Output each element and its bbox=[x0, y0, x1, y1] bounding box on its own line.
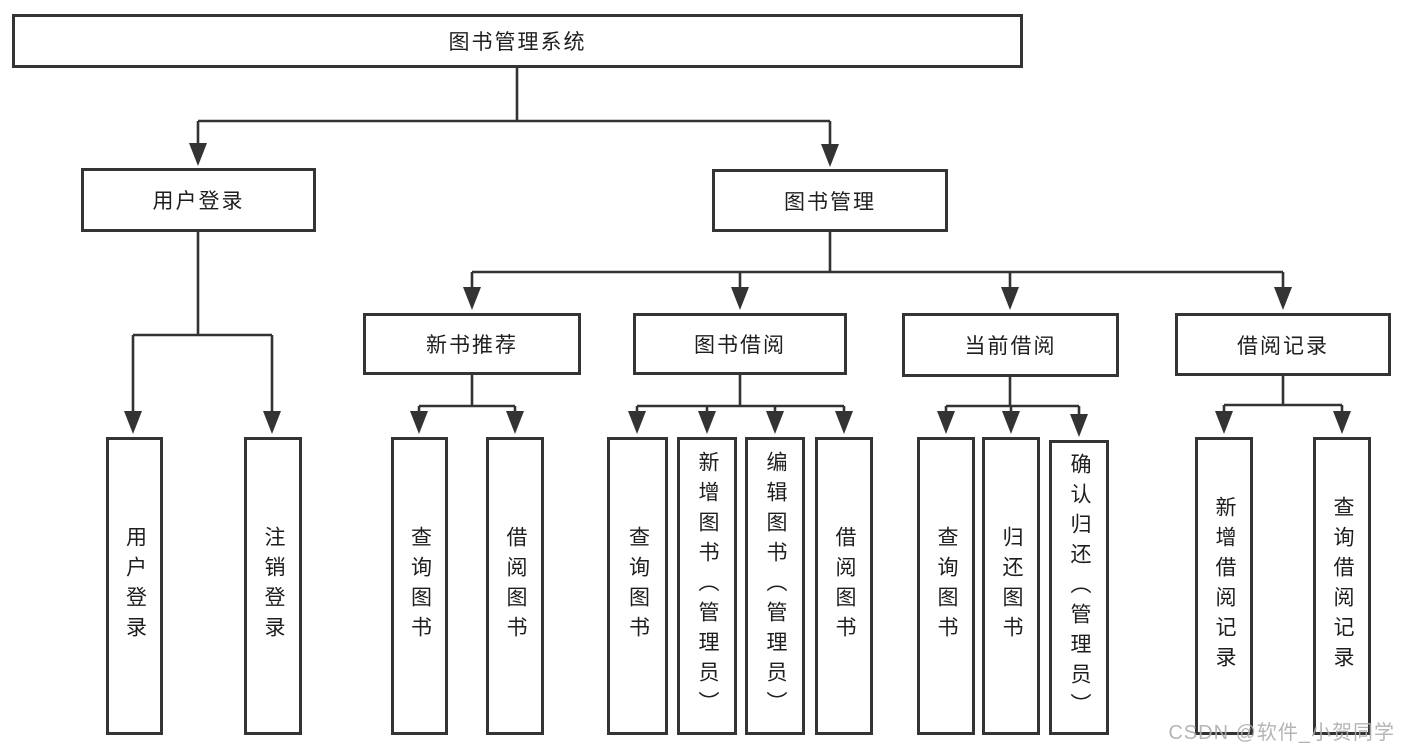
node-new-book-recommend: 新书推荐 bbox=[363, 313, 581, 375]
arrowhead bbox=[263, 411, 281, 434]
arrowhead bbox=[1001, 287, 1019, 310]
node-borrow-record: 借阅记录 bbox=[1175, 313, 1391, 376]
connector-book-management-to-sections bbox=[470, 232, 1285, 294]
node-leaf-logout: 注销登录 bbox=[244, 437, 302, 735]
node-book-borrow: 图书借阅 bbox=[633, 313, 847, 375]
arrowhead bbox=[821, 144, 839, 167]
arrowhead bbox=[124, 411, 142, 434]
node-leaf-confirm-return-admin: 确认归还（管理员） bbox=[1049, 440, 1109, 735]
watermark: CSDN @软件_小贺同学 bbox=[1168, 722, 1395, 744]
node-book-management: 图书管理 bbox=[712, 169, 948, 232]
connector-user-login-to-leaves bbox=[131, 232, 274, 418]
arrowhead bbox=[410, 411, 428, 434]
arrowheads bbox=[124, 143, 1351, 437]
node-leaf-query-book-2: 查询图书 bbox=[607, 437, 668, 735]
node-leaf-borrow-book-2: 借阅图书 bbox=[815, 437, 873, 735]
connector-paths bbox=[131, 68, 1344, 418]
arrowhead bbox=[189, 143, 207, 166]
node-leaf-user-login: 用户登录 bbox=[106, 437, 163, 735]
node-leaf-edit-book-admin: 编辑图书（管理员） bbox=[745, 437, 805, 735]
arrowhead bbox=[698, 411, 716, 434]
connector-borrow-record-to-leaves bbox=[1222, 376, 1344, 418]
node-user-login: 用户登录 bbox=[81, 168, 316, 232]
node-leaf-query-borrow-record: 查询借阅记录 bbox=[1313, 437, 1371, 735]
arrowhead bbox=[463, 287, 481, 310]
node-leaf-add-book-admin: 新增图书（管理员） bbox=[677, 437, 737, 735]
arrowhead bbox=[506, 411, 524, 434]
arrowhead bbox=[1333, 411, 1351, 434]
node-leaf-return-book: 归还图书 bbox=[982, 437, 1040, 735]
arrowhead bbox=[937, 411, 955, 434]
node-current-borrow: 当前借阅 bbox=[902, 313, 1119, 377]
node-root: 图书管理系统 bbox=[12, 14, 1023, 68]
arrowhead bbox=[1070, 414, 1088, 437]
node-leaf-query-book-1: 查询图书 bbox=[391, 437, 448, 735]
arrowhead bbox=[1002, 411, 1020, 434]
node-leaf-add-borrow-record: 新增借阅记录 bbox=[1195, 437, 1253, 735]
arrowhead bbox=[1215, 411, 1233, 434]
arrowhead bbox=[835, 411, 853, 434]
arrowhead bbox=[1274, 287, 1292, 310]
arrowhead bbox=[628, 411, 646, 434]
arrowhead bbox=[766, 411, 784, 434]
arrowhead bbox=[731, 287, 749, 310]
node-leaf-borrow-book-1: 借阅图书 bbox=[486, 437, 544, 735]
node-leaf-query-book-3: 查询图书 bbox=[917, 437, 975, 735]
connector-book-borrow-to-leaves bbox=[635, 375, 846, 418]
connector-new-book-recommend-to-leaves bbox=[417, 375, 517, 418]
connector-root-to-level2 bbox=[196, 68, 832, 149]
